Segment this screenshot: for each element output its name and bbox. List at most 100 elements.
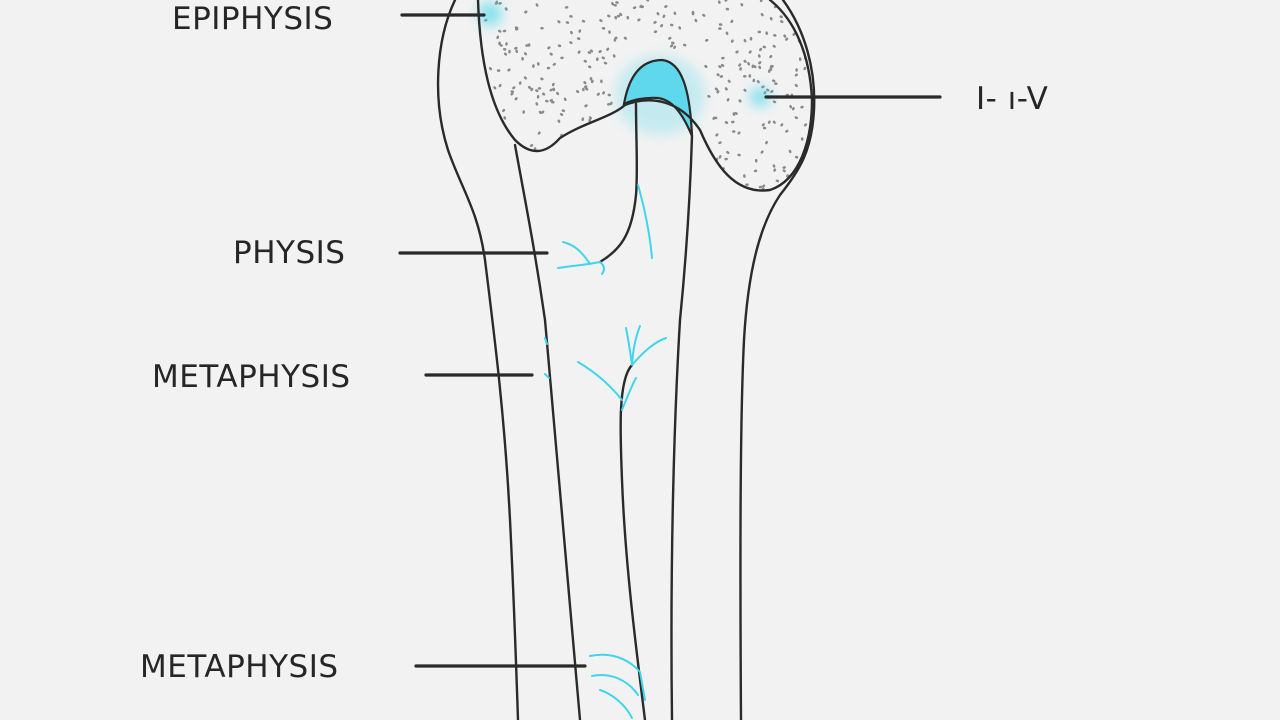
stipple-dot bbox=[502, 183, 506, 187]
stipple-dot bbox=[761, 123, 765, 127]
stipple-dot bbox=[550, 156, 555, 159]
stipple-dot bbox=[673, 45, 677, 49]
stipple-dot bbox=[626, 15, 630, 20]
stipple-dot bbox=[502, 29, 507, 33]
stipple-dot bbox=[540, 77, 544, 81]
stipple-dot bbox=[699, 171, 703, 175]
stipple-dot bbox=[707, 94, 711, 98]
stipple-dot bbox=[724, 0, 728, 2]
stipple-dot bbox=[637, 18, 641, 22]
stipple-dot bbox=[567, 176, 571, 180]
stipple-dot bbox=[600, 79, 603, 84]
stipple-dot bbox=[515, 49, 519, 54]
stipple-dot bbox=[672, 179, 676, 184]
stipple-dot bbox=[653, 30, 658, 34]
blood-vessels bbox=[544, 184, 667, 719]
stipple-dot bbox=[767, 69, 771, 73]
stipple-dot bbox=[714, 87, 719, 91]
stipple-dot bbox=[800, 105, 804, 109]
stipple-dot bbox=[556, 91, 560, 96]
stipple-dot bbox=[753, 169, 758, 173]
stipple-dot bbox=[495, 145, 499, 149]
stipple-dot bbox=[499, 151, 503, 155]
stipple-dot bbox=[794, 116, 799, 120]
stipple-dot bbox=[678, 26, 682, 30]
stipple-dot bbox=[551, 82, 555, 87]
stipple-dot bbox=[506, 181, 511, 184]
stipple-dot bbox=[585, 87, 589, 91]
stipple-dot bbox=[557, 44, 562, 48]
stipple-dot bbox=[760, 150, 764, 154]
stipple-dot bbox=[612, 54, 616, 58]
stipple-dot bbox=[716, 73, 720, 77]
stipple-dot bbox=[632, 6, 637, 10]
stipple-dot bbox=[523, 76, 527, 80]
stipple-dot bbox=[522, 110, 526, 114]
stipple-dot bbox=[684, 187, 687, 191]
stipple-dot bbox=[544, 158, 548, 163]
stipple-dot bbox=[803, 123, 808, 127]
stipple-dot bbox=[704, 38, 709, 42]
stipple-dot bbox=[691, 11, 695, 16]
stipple-dot bbox=[607, 102, 611, 106]
stipple-dot bbox=[712, 116, 716, 120]
stipple-dot bbox=[488, 67, 493, 71]
stipple-dot bbox=[595, 57, 599, 61]
stipple-dot bbox=[717, 0, 721, 4]
stipple-dot bbox=[652, 164, 656, 168]
stipple-dot bbox=[552, 87, 556, 92]
stipple-dot bbox=[740, 2, 744, 7]
stipple-dot bbox=[503, 52, 508, 56]
stipple-dot bbox=[596, 92, 600, 96]
stipple-dot bbox=[660, 154, 664, 158]
stipple-dot bbox=[782, 169, 786, 173]
stipple-dot bbox=[569, 41, 573, 45]
stipple-dot bbox=[700, 141, 704, 145]
stipple-dot bbox=[557, 119, 561, 123]
stipple-dot bbox=[596, 179, 600, 184]
right-marker-glow bbox=[750, 87, 770, 107]
stipple-dot bbox=[612, 137, 617, 141]
stipple-dot bbox=[767, 120, 771, 124]
stipple-dot bbox=[765, 140, 768, 145]
stipple-dot bbox=[603, 61, 608, 65]
stipple-dot bbox=[762, 45, 767, 49]
stipple-dot bbox=[758, 185, 763, 189]
stipple-dot bbox=[715, 133, 719, 137]
stipple-dot bbox=[564, 139, 568, 143]
stipple-dot bbox=[579, 158, 583, 162]
stipple-dot bbox=[675, 140, 678, 145]
stipple-dot bbox=[754, 159, 758, 163]
stipple-dot bbox=[773, 34, 777, 37]
stipple-dot bbox=[752, 78, 756, 83]
stipple-dot bbox=[645, 0, 650, 2]
stipple-dot bbox=[547, 176, 551, 180]
stipple-dot bbox=[762, 126, 767, 130]
stipple-dot bbox=[570, 30, 573, 35]
stipple-dot bbox=[549, 88, 553, 92]
stipple-dot bbox=[743, 59, 747, 63]
stipple-dot bbox=[743, 174, 746, 178]
epiphysis-glow bbox=[478, 2, 502, 26]
stipple-dot bbox=[669, 44, 674, 48]
stipple-dot bbox=[503, 184, 507, 187]
stipple-dot bbox=[514, 27, 519, 31]
stipple-dot bbox=[524, 10, 528, 14]
stipple-dot bbox=[653, 20, 657, 24]
stipple-dot bbox=[502, 108, 506, 113]
stipple-dot bbox=[541, 92, 546, 96]
stipple-dot bbox=[487, 106, 491, 110]
stipple-dot bbox=[769, 55, 773, 59]
stipple-dot bbox=[538, 110, 542, 115]
stipple-dot bbox=[486, 92, 490, 96]
stipple-dot bbox=[703, 167, 707, 171]
stipple-dot bbox=[569, 15, 573, 18]
stipple-dot bbox=[552, 62, 557, 66]
stipple-dot bbox=[645, 173, 649, 177]
stipple-dot bbox=[773, 168, 777, 172]
stipple-dot bbox=[794, 73, 798, 77]
stipple-dot bbox=[704, 150, 708, 154]
stipple-dot bbox=[590, 79, 594, 84]
stipple-dot bbox=[496, 35, 500, 40]
stipple-dot bbox=[493, 183, 497, 187]
